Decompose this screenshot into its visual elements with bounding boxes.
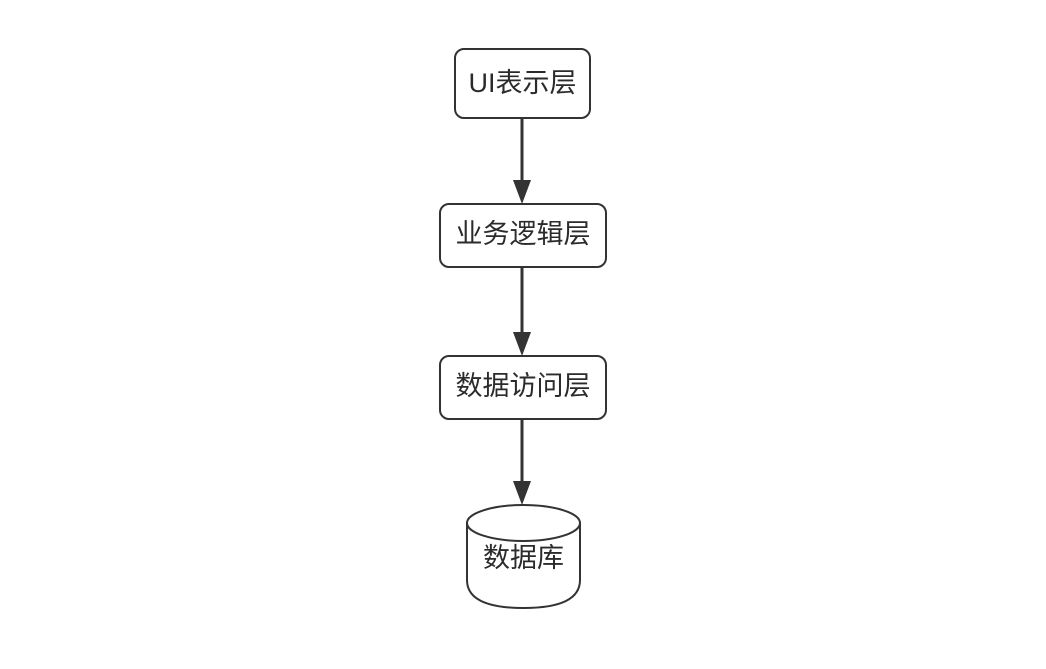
edge-business-to-dataaccess[interactable] — [513, 267, 531, 356]
edge-ui-to-business[interactable] — [513, 118, 531, 204]
node-data-access-layer[interactable]: 数据访问层 — [439, 355, 607, 420]
node-label: 业务逻辑层 — [456, 219, 591, 249]
arrowhead-icon — [513, 180, 531, 204]
node-label: 数据库 — [483, 543, 564, 573]
node-box — [439, 355, 607, 420]
node-box — [454, 48, 591, 119]
cylinder-body — [466, 522, 581, 610]
arrowhead-icon — [513, 481, 531, 505]
cylinder-top-ellipse — [466, 504, 581, 542]
edge-dataaccess-to-database[interactable] — [513, 419, 531, 505]
node-database[interactable]: 数据库 — [466, 504, 581, 610]
node-label: 数据访问层 — [456, 371, 591, 401]
node-label: UI表示层 — [469, 68, 577, 98]
node-box — [439, 203, 607, 268]
arrowhead-icon — [513, 332, 531, 356]
node-ui-presentation-layer[interactable]: UI表示层 — [454, 48, 591, 119]
node-business-logic-layer[interactable]: 业务逻辑层 — [439, 203, 607, 268]
